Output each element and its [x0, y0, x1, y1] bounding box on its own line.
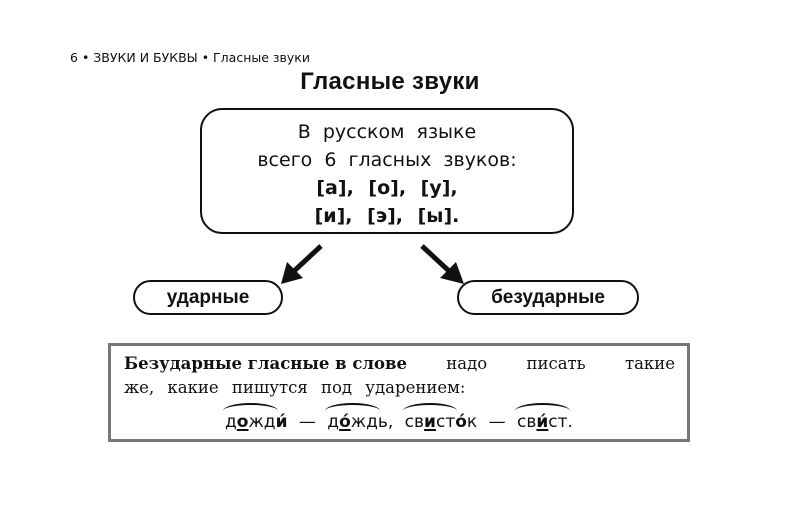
running-header: 6 • ЗВУКИ И БУКВЫ • Гласные звуки — [70, 50, 310, 65]
rule-bold-text: Безударные гласные в слове — [124, 354, 407, 373]
arrow-right-icon — [420, 244, 464, 284]
example-word: свисто́к — [402, 403, 478, 432]
vowels-list: [и], [э], [ы]. — [314, 205, 460, 227]
rule-line: же, какие пишутся под ударением: — [124, 378, 466, 397]
arrow-left-icon — [281, 244, 323, 284]
separator: • — [201, 50, 210, 65]
page-title: Гласные звуки — [300, 68, 480, 95]
unstressed-vowels-label: безударные — [457, 280, 639, 315]
info-line: всего 6 гласных звуков: — [257, 149, 517, 171]
topic-name: Гласные звуки — [213, 50, 310, 65]
vowels-info-box: В русском языке всего 6 гласных звуков: … — [200, 108, 574, 234]
rule-word: надо — [446, 354, 488, 373]
example-word: дожди́ — [223, 403, 288, 432]
example-word: до́ждь, — [325, 403, 394, 432]
dash: — — [298, 412, 316, 432]
vowels-list: [а], [о], [у], — [316, 177, 458, 199]
section-name: ЗВУКИ И БУКВЫ — [93, 50, 198, 65]
separator: • — [81, 50, 90, 65]
info-line: В русском языке — [297, 121, 477, 143]
stressed-vowels-label: ударные — [133, 280, 283, 315]
rule-box: Безударные гласные в слове надо писать т… — [108, 343, 690, 442]
rule-word: такие — [624, 354, 675, 373]
page-number: 6 — [70, 50, 78, 65]
examples-row: дожди́ — до́ждь, свисто́к — сви́ст. — [111, 403, 687, 432]
rule-word: писать — [526, 354, 586, 373]
dash: — — [488, 412, 506, 432]
example-word: сви́ст. — [515, 403, 573, 432]
